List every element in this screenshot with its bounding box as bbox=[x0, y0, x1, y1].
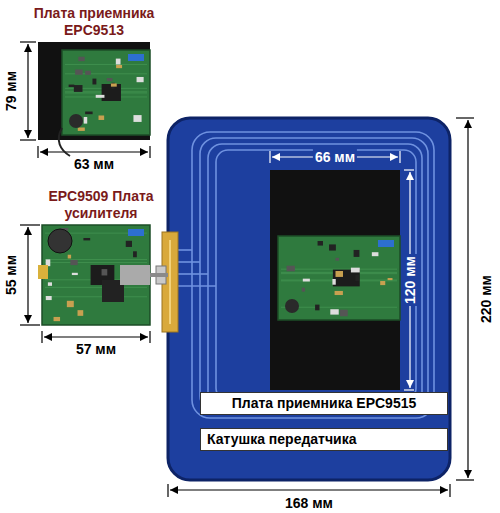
dimension-label: 63 мм bbox=[72, 156, 116, 172]
board-body bbox=[270, 170, 400, 390]
dimension-label: 55 мм bbox=[3, 253, 19, 297]
dimension-line bbox=[20, 42, 474, 497]
receiver-board: Плата приемника EPC9513 bbox=[38, 42, 150, 140]
coil-substrate bbox=[168, 118, 450, 480]
board-cable bbox=[59, 128, 70, 156]
dimension-label: 57 мм bbox=[74, 341, 118, 357]
receiver-board: Плата приемника EPC9515 bbox=[270, 170, 400, 390]
pcb-illustration bbox=[62, 50, 150, 135]
coil-connector bbox=[156, 232, 178, 332]
board-title: Плата приемника EPC9513 bbox=[26, 5, 162, 39]
dimension-label: 220 мм bbox=[478, 273, 494, 325]
board-title: EPC9509 Плата усилителя bbox=[38, 188, 164, 222]
dimension-line bbox=[270, 151, 414, 390]
caption-band: Катушка передатчика bbox=[200, 428, 448, 451]
coil-winding bbox=[178, 132, 434, 418]
dimension-label: 66 мм bbox=[313, 149, 357, 165]
dimension-label: 79 мм bbox=[3, 69, 19, 113]
pcb-illustration bbox=[278, 236, 400, 320]
amplifier-board: EPC9509 Плата усилителя bbox=[42, 225, 150, 325]
dimension-label: 168 мм bbox=[283, 495, 335, 511]
pcb-illustration bbox=[38, 225, 150, 325]
caption-band: Плата приемника EPC9515 bbox=[200, 392, 448, 415]
cable bbox=[150, 273, 168, 277]
dimension-label: 120 мм bbox=[402, 254, 418, 306]
board-body bbox=[38, 42, 150, 140]
